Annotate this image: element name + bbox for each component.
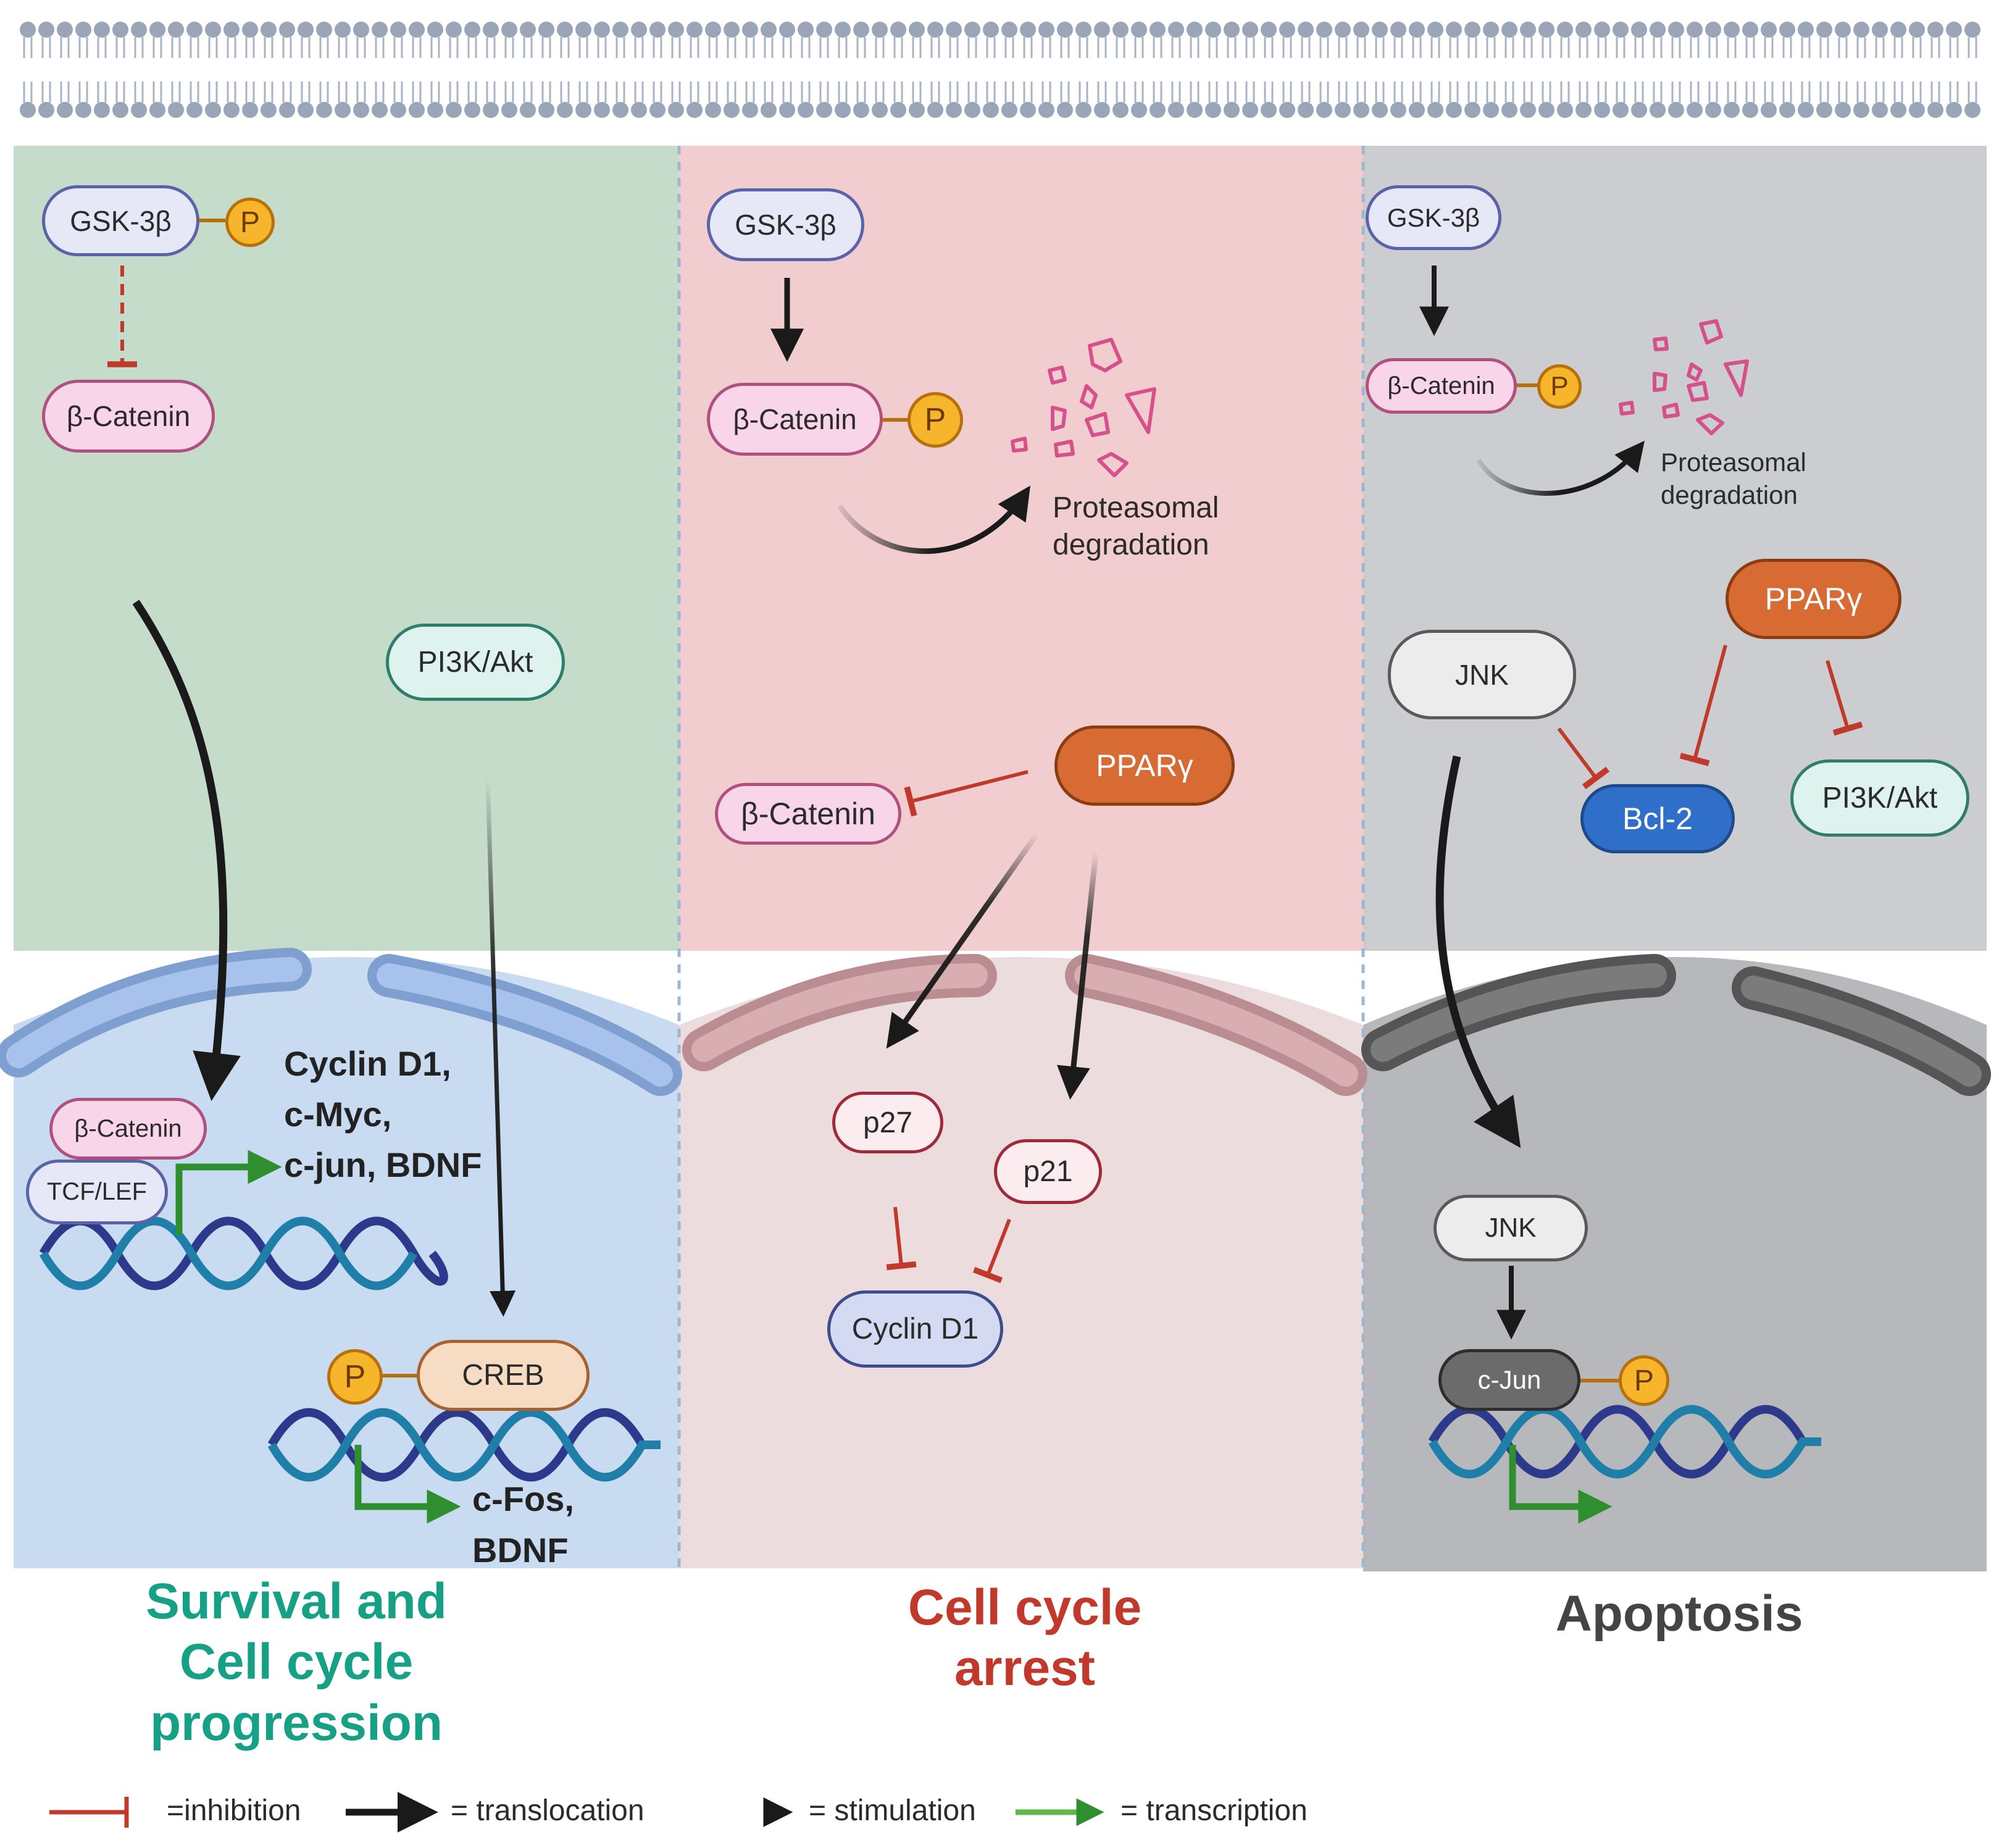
gsk3b-node: GSK-3β <box>1366 185 1501 250</box>
inhibition-line <box>886 1206 917 1271</box>
dna-helix <box>267 1408 661 1482</box>
ppar-gamma-node: PPARγ <box>1054 725 1235 806</box>
jnk-nuclear-node: JNK <box>1434 1195 1588 1261</box>
survival-outcome-title: Survival and Cell cycle progression <box>80 1571 512 1754</box>
ppar-gamma-node: PPARγ <box>1726 559 1901 639</box>
target-genes-line-3: c-jun, BDNF <box>284 1145 482 1184</box>
degradation-label-line-2: degradation <box>1053 529 1209 561</box>
translocation-arrow <box>1435 755 1521 1148</box>
legend-transcription-label: = transcription <box>1121 1794 1308 1827</box>
beta-catenin-nuclear-node: β-Catenin <box>49 1098 207 1160</box>
target-genes-line-2: c-Myc, <box>284 1095 392 1134</box>
phospho-badge: P <box>225 198 275 247</box>
pi3k-akt-node: PI3K/Akt <box>386 624 565 701</box>
transcription-arrow <box>1509 1445 1613 1524</box>
inhibition-line <box>1679 645 1727 766</box>
gsk3b-node: GSK-3β <box>707 188 864 261</box>
arrest-outcome-title: Cell cycle arrest <box>809 1578 1241 1699</box>
proteasome-fragments <box>1619 319 1749 435</box>
tcf-lef-node: TCF/LEF <box>26 1160 168 1224</box>
arrest-nucleus-body <box>679 1050 1363 1568</box>
translocation-arrow <box>132 600 241 1102</box>
gsk3b-node: GSK-3β <box>42 185 199 256</box>
survival-title-line-2: Cell cycle <box>179 1634 414 1691</box>
phospho-badge: P <box>1619 1355 1669 1406</box>
nuclear-envelope <box>1371 963 1667 1062</box>
legend-stimulation-label: = stimulation <box>809 1794 976 1827</box>
phospho-badge: P <box>327 1349 383 1405</box>
p27-node: p27 <box>832 1092 943 1153</box>
degradation-arrow <box>837 485 1030 554</box>
stimulation-arrow <box>485 777 516 1317</box>
target-genes-line-1: Cyclin D1, <box>284 1044 451 1083</box>
c-jun-node: c-Jun <box>1438 1349 1580 1411</box>
cyclin-d1-node: Cyclin D1 <box>827 1290 1003 1368</box>
degradation-arrow <box>1476 440 1645 496</box>
inhibition-line <box>1557 727 1610 790</box>
survival-title-line-1: Survival and <box>146 1573 447 1629</box>
dna-helix <box>39 1216 448 1290</box>
legend-inhibition-label: =inhibition <box>167 1794 301 1827</box>
arrest-title-line-1: Cell cycle <box>908 1579 1142 1636</box>
inhibition-line <box>972 1218 1011 1284</box>
proteasome-fragments <box>1011 338 1156 477</box>
survival-title-line-3: progression <box>150 1694 443 1751</box>
inhibition-line <box>904 770 1029 817</box>
transcription-arrow <box>175 1150 282 1235</box>
nuclear-envelope <box>1074 963 1358 1087</box>
cell-membrane <box>19 0 1982 145</box>
nuclear-envelope <box>1741 976 1982 1087</box>
apoptosis-title: Apoptosis <box>1555 1586 1803 1642</box>
legend-translocation-label: = translocation <box>451 1794 645 1827</box>
beta-catenin-node: β-Catenin <box>707 383 883 456</box>
arrest-title-line-2: arrest <box>954 1640 1095 1697</box>
nuclear-envelope <box>377 963 673 1087</box>
jnk-node: JNK <box>1388 630 1576 719</box>
creb-targets-line-2: BDNF <box>472 1531 569 1570</box>
apoptosis-nucleus-body <box>1363 1050 1987 1571</box>
degradation-label-line-2: degradation <box>1661 480 1798 509</box>
degradation-label-line-1: Proteasomal <box>1661 448 1806 477</box>
creb-targets-line-1: c-Fos, <box>472 1479 574 1518</box>
beta-catenin-node: β-Catenin <box>1366 358 1517 414</box>
stimulation-arrow <box>1057 851 1099 1100</box>
transcription-arrow <box>354 1445 461 1524</box>
nuclear-envelope <box>6 957 303 1068</box>
p21-node: p21 <box>994 1139 1102 1204</box>
degradation-label-line-1: Proteasomal <box>1053 491 1219 524</box>
phospho-badge: P <box>1537 364 1582 409</box>
apoptosis-outcome-title: Apoptosis <box>1494 1584 1864 1644</box>
beta-catenin-node: β-Catenin <box>42 380 215 453</box>
phospho-badge: P <box>908 392 963 448</box>
inhibition-line <box>1826 660 1863 736</box>
pi3k-akt-node: PI3K/Akt <box>1790 759 1969 837</box>
dna-helix <box>1428 1405 1821 1479</box>
stimulation-arrow <box>886 832 1040 1049</box>
beta-catenin-inhibited-node: β-Catenin <box>715 783 901 845</box>
bcl-2-node: Bcl-2 <box>1580 784 1735 853</box>
creb-node: CREB <box>417 1340 590 1411</box>
survival-panel <box>14 146 679 951</box>
